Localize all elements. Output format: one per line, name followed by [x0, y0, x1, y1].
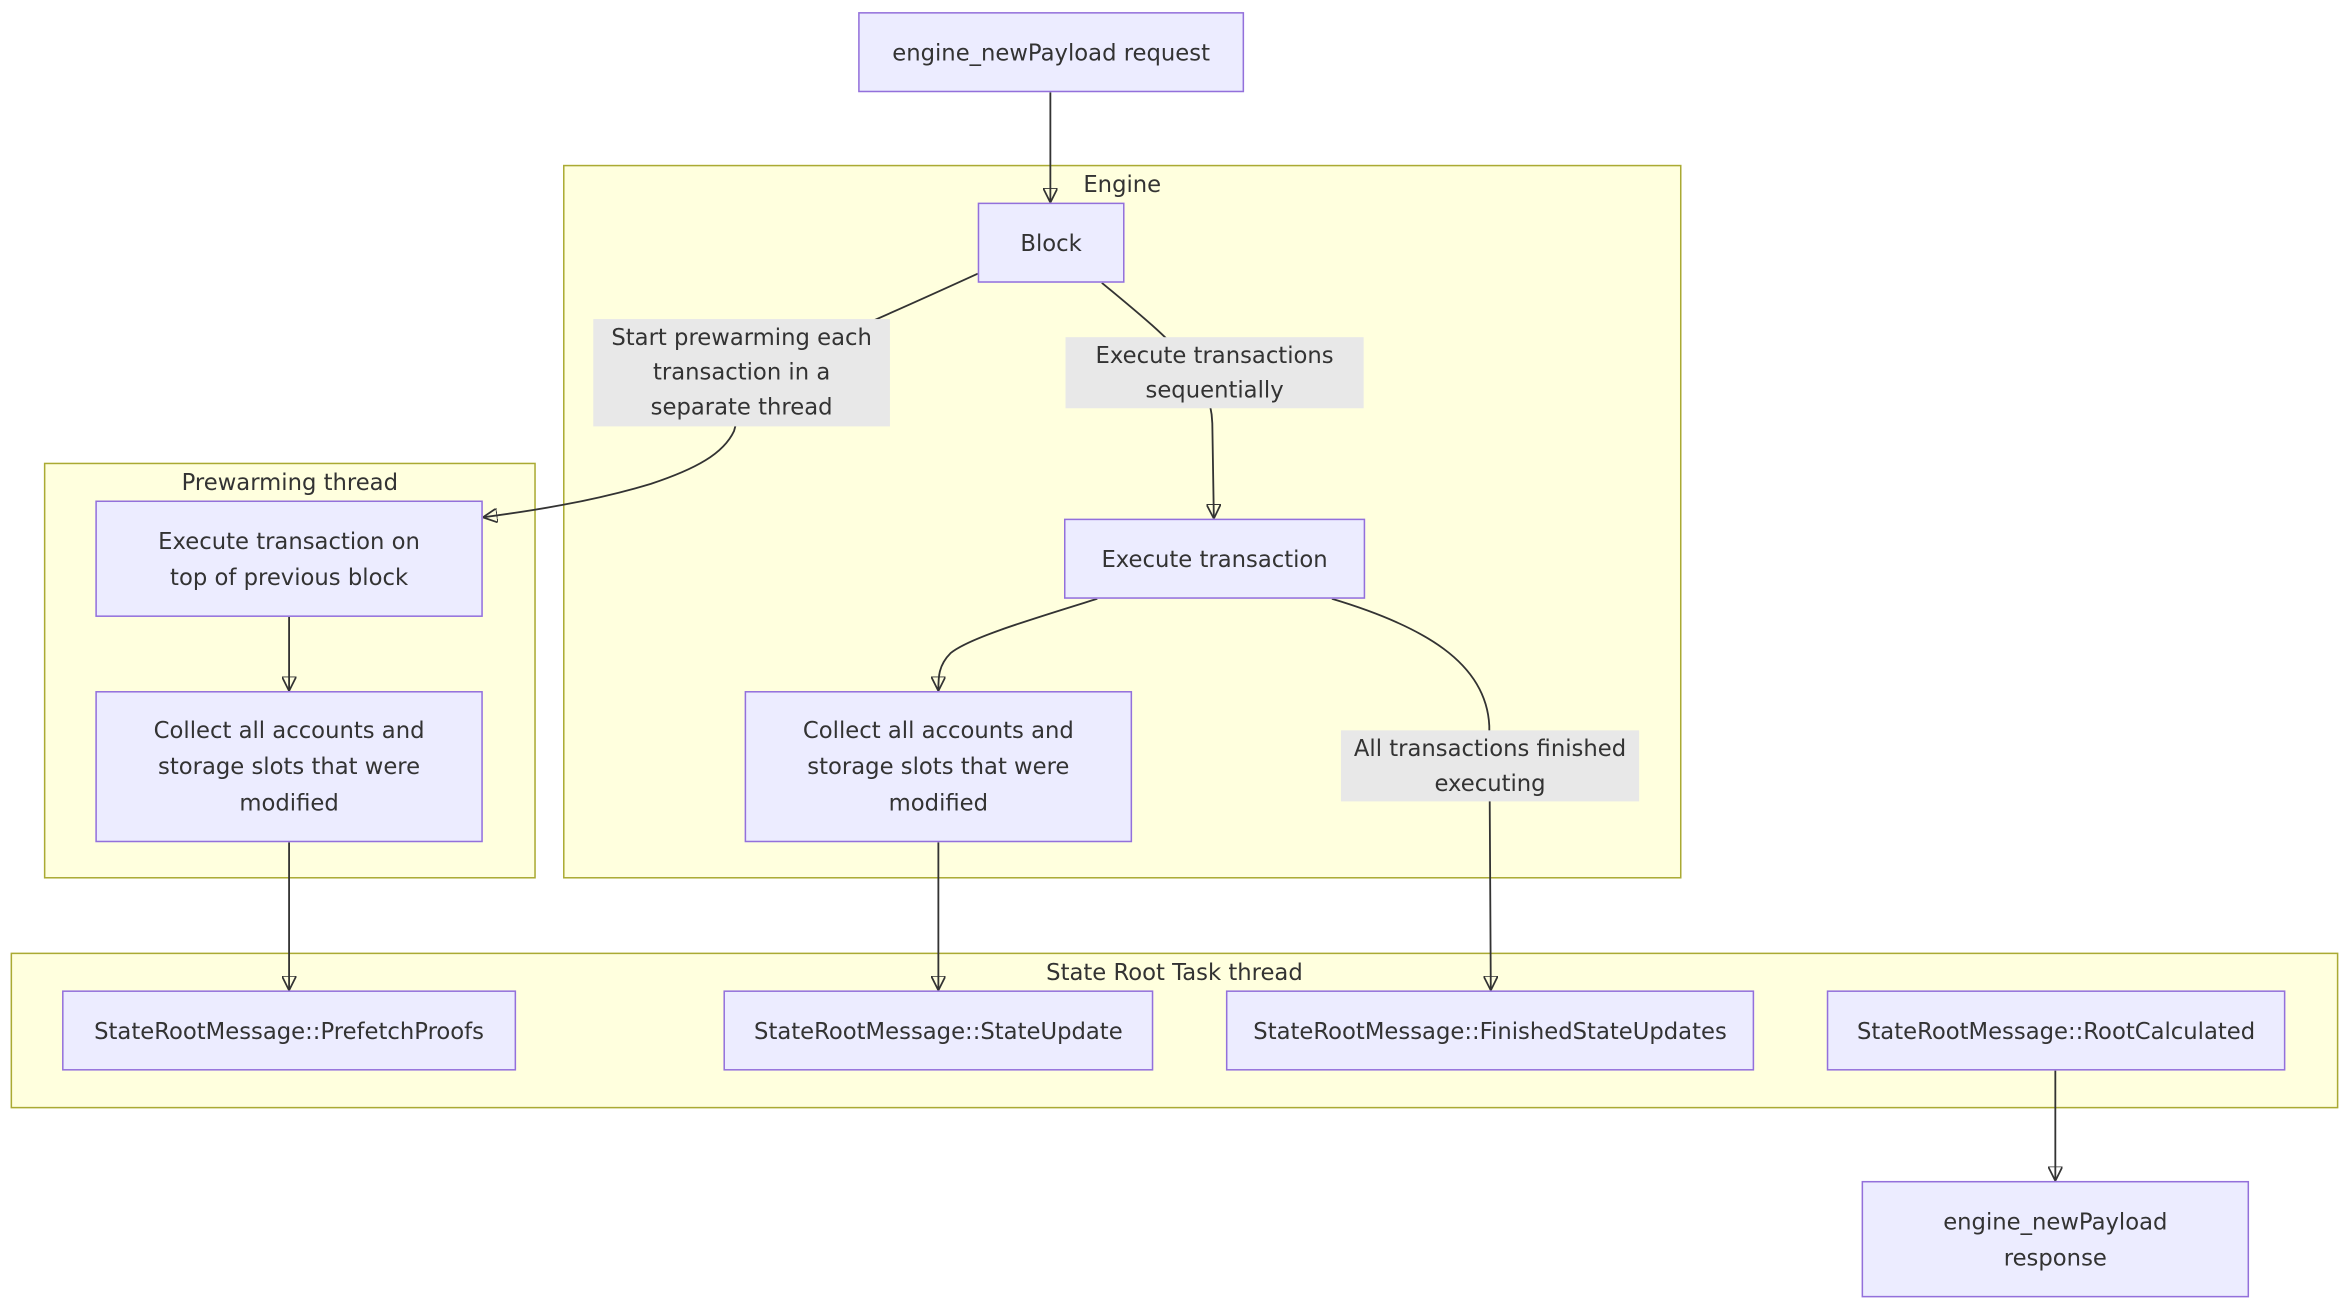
cluster-prewarming-title: Prewarming thread: [181, 468, 399, 496]
edge-label-prewarm: Start prewarming each transaction in a s…: [593, 319, 890, 427]
edge-exec-tx-to-collect: [938, 597, 1098, 690]
node-collect-modified-engine[interactable]: Collect all accounts and storage slots t…: [744, 691, 1133, 843]
node-state-update[interactable]: StateRootMessage::StateUpdate: [723, 990, 1154, 1071]
edge-label-sequential: Execute transactions sequentially: [1065, 337, 1364, 409]
node-engine-newpayload-response[interactable]: engine_newPayload response: [1861, 1180, 2250, 1298]
cluster-state-root-title: State Root Task thread: [1046, 958, 1303, 986]
edge-label-finished: All transactions finished executing: [1340, 730, 1640, 802]
node-execute-transaction[interactable]: Execute transaction: [1063, 518, 1366, 599]
edge-exec-tx-to-finished: [1331, 597, 1491, 989]
cluster-engine-title: Engine: [1083, 170, 1162, 199]
node-engine-newpayload-request[interactable]: engine_newPayload request: [858, 12, 1245, 93]
node-execute-on-previous-block[interactable]: Execute transaction on top of previous b…: [95, 500, 483, 617]
node-block[interactable]: Block: [977, 202, 1125, 283]
node-prefetch-proofs[interactable]: StateRootMessage::PrefetchProofs: [62, 990, 517, 1071]
node-root-calculated[interactable]: StateRootMessage::RootCalculated: [1826, 990, 2286, 1071]
node-collect-modified-prewarm[interactable]: Collect all accounts and storage slots t…: [95, 691, 483, 843]
node-finished-state-updates[interactable]: StateRootMessage::FinishedStateUpdates: [1225, 990, 1755, 1071]
